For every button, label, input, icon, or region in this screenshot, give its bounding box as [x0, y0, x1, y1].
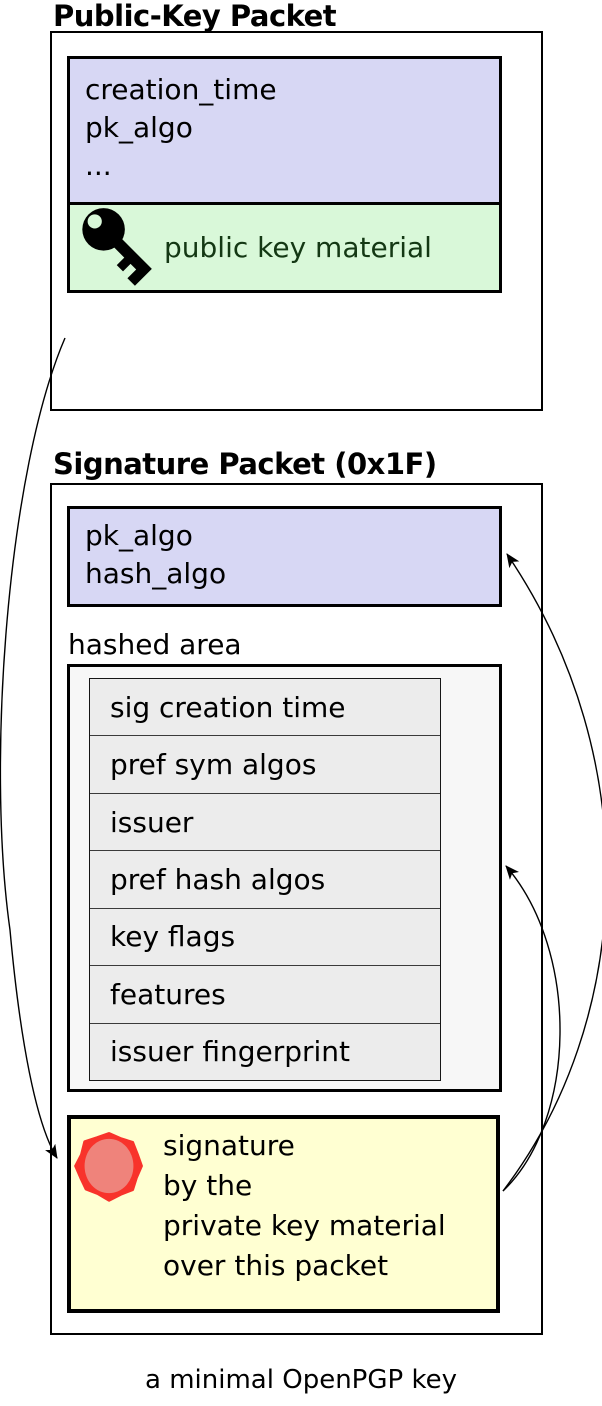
public-key-packet-title: Public-Key Packet	[53, 0, 337, 33]
signature-description: signature by the private key material ov…	[163, 1126, 446, 1286]
subpacket-row: features	[90, 965, 440, 1022]
hashed-area-label: hashed area	[68, 628, 242, 661]
subpacket-row: pref hash algos	[90, 850, 440, 907]
field-pk-algo: pk_algo	[85, 111, 193, 144]
diagram-caption: a minimal OpenPGP key	[145, 1365, 457, 1395]
subpacket-row: key flags	[90, 907, 440, 965]
public-key-material-label: public key material	[164, 231, 432, 264]
signature-line: over this packet	[163, 1249, 389, 1282]
subpacket-row: issuer	[90, 792, 440, 850]
field-ellipsis: ...	[85, 149, 112, 182]
seal-icon	[74, 1132, 143, 1202]
public-key-material-section: public key material	[70, 205, 499, 290]
public-key-packet-fields: creation_time pk_algo ... public key mat…	[67, 56, 502, 293]
key-icon	[82, 207, 152, 286]
subpacket-row: sig creation time	[110, 690, 346, 724]
field-hash-algo: hash_algo	[85, 557, 227, 590]
field-pk-algo: pk_algo	[85, 519, 193, 552]
public-key-header-fields: creation_time pk_algo ...	[70, 59, 499, 205]
hashed-subpacket-table: sig creation time pref sym algos issuer …	[89, 678, 441, 1081]
subpacket-row: issuer fingerprint	[90, 1022, 440, 1080]
hashed-area: sig creation time pref sym algos issuer …	[67, 664, 502, 1092]
subpacket-row: pref sym algos	[90, 735, 440, 792]
signature-line: private key material	[163, 1209, 446, 1242]
signature-block	[67, 1115, 500, 1313]
signature-line: signature	[163, 1129, 295, 1162]
field-creation-time: creation_time	[85, 73, 277, 106]
signature-line: by the	[163, 1169, 253, 1202]
signature-packet-title: Signature Packet (0x1F)	[53, 447, 437, 481]
signature-algo-header: pk_algo hash_algo	[67, 506, 502, 607]
